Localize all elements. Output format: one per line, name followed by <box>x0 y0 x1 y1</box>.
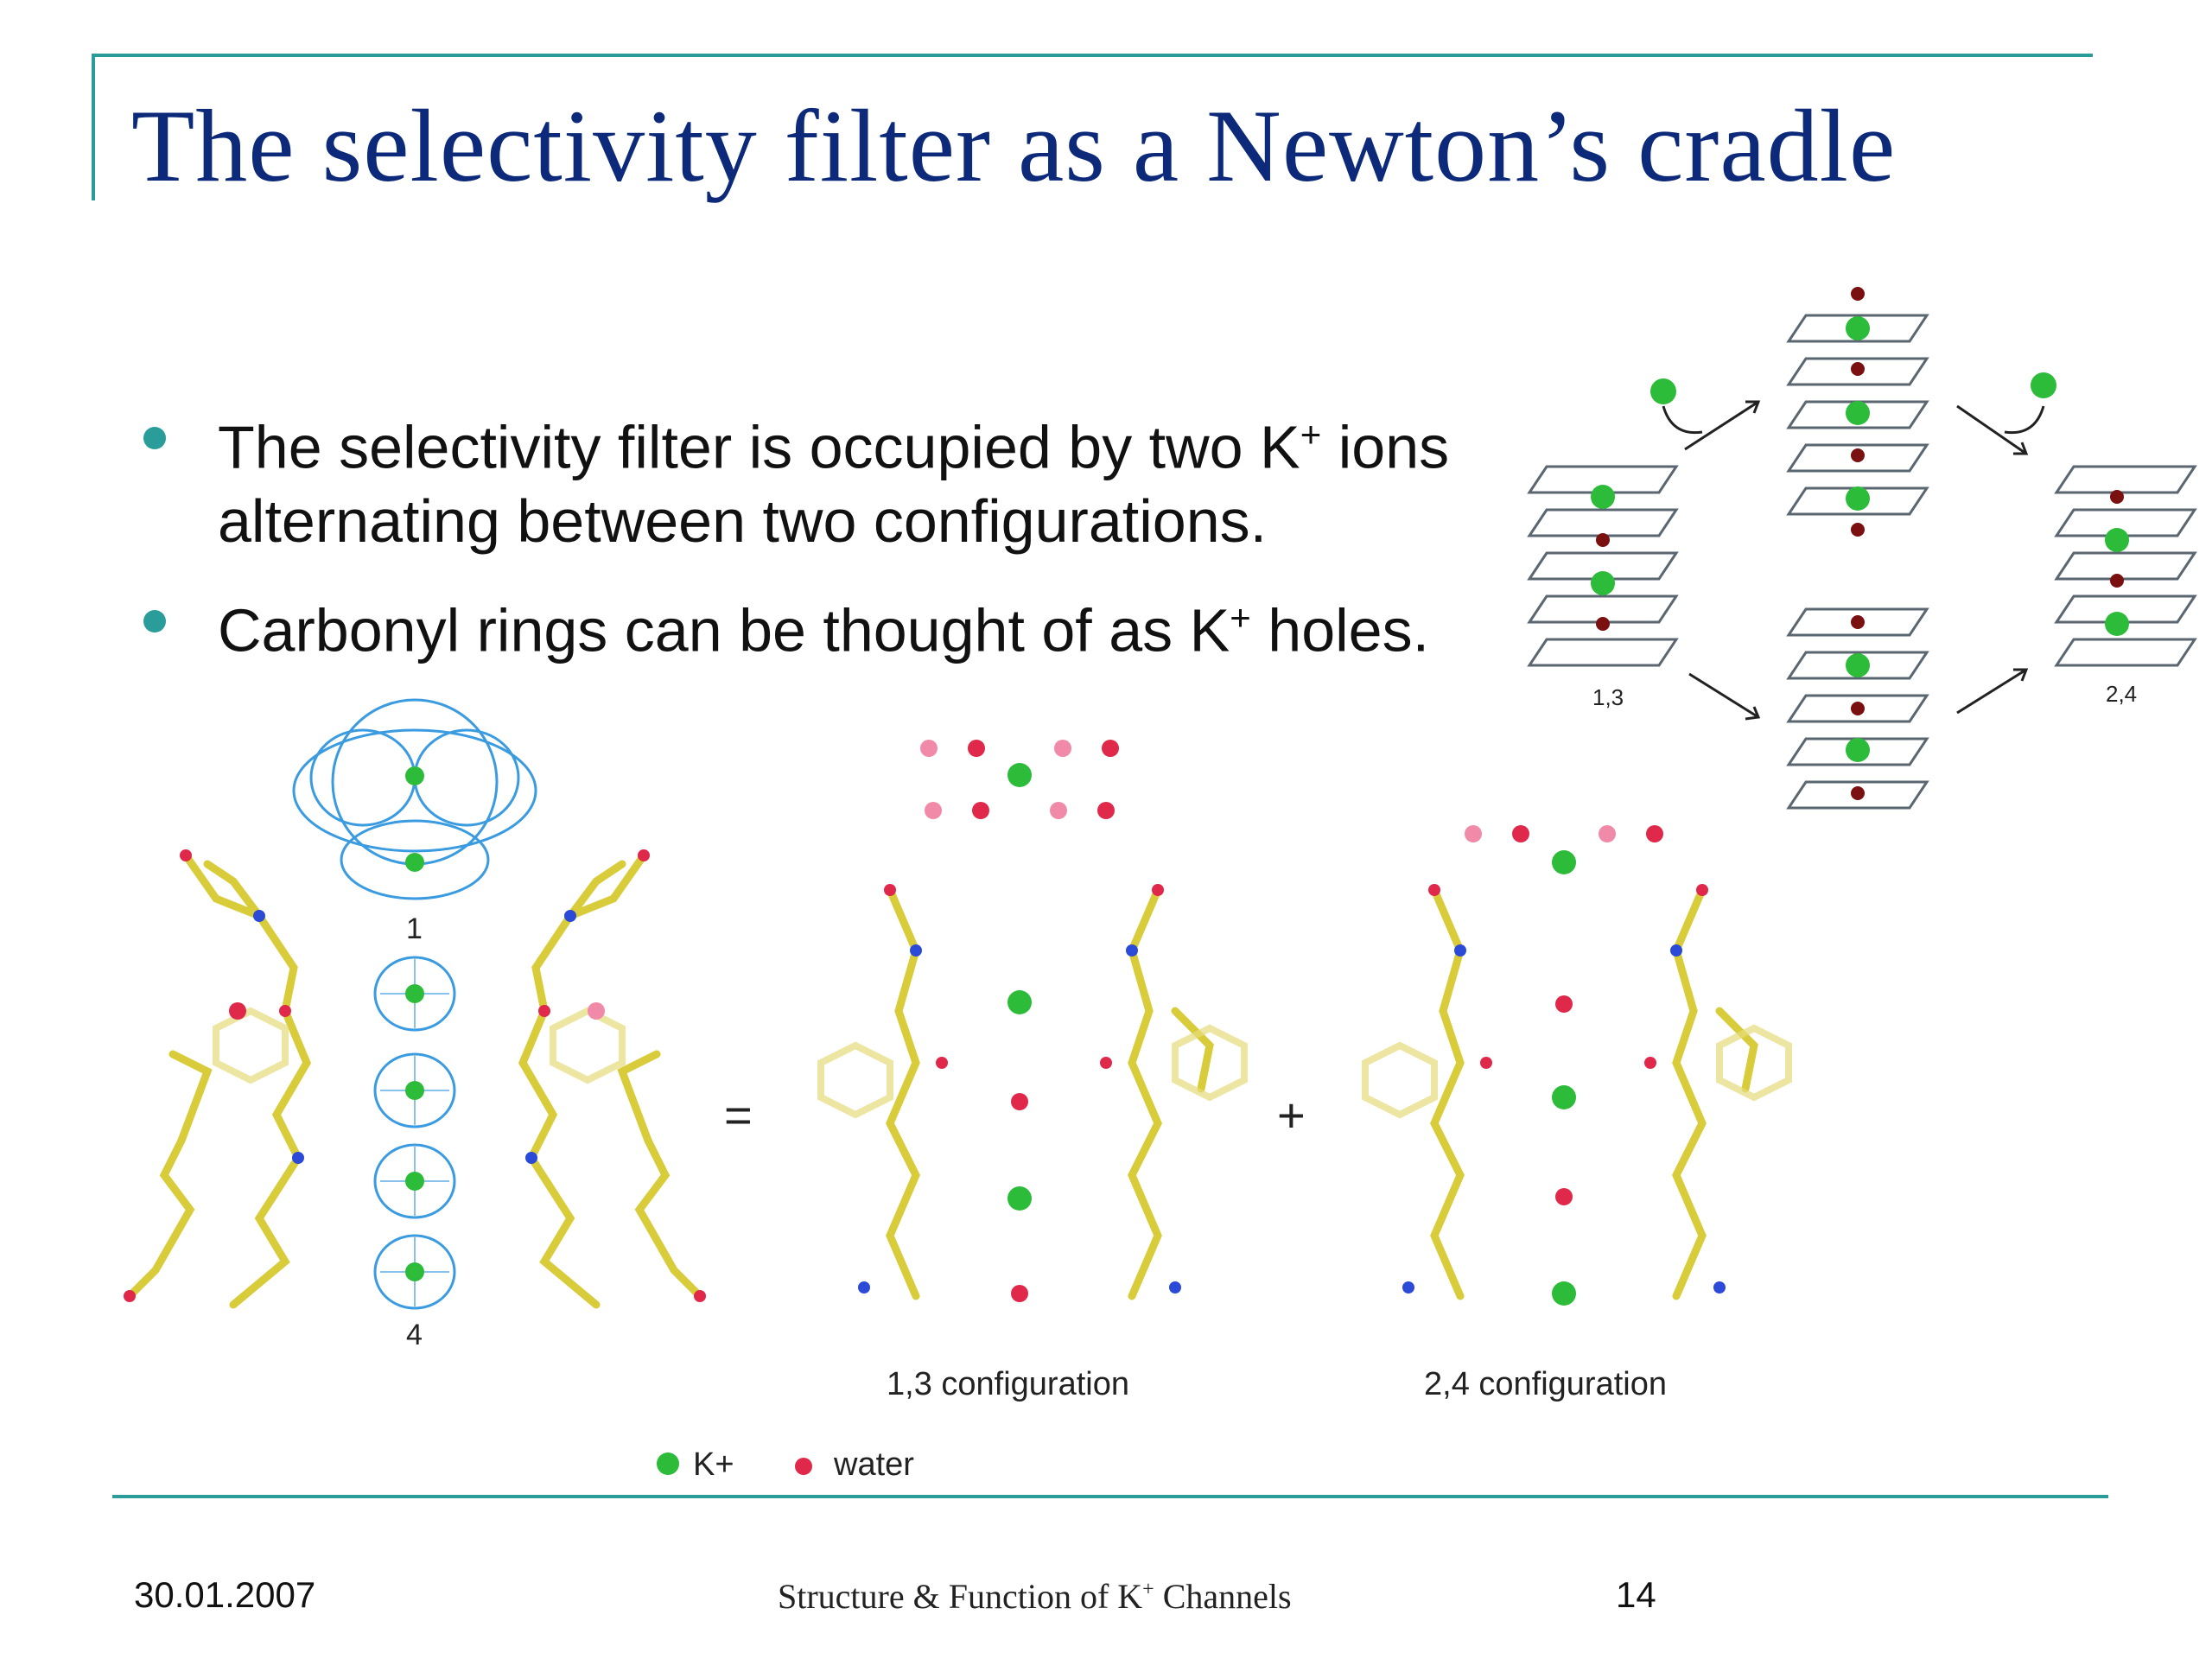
page-number: 14 <box>1616 1574 1656 1615</box>
title-frame-top-rule <box>92 54 2093 57</box>
stack-2-4 <box>2054 465 2197 667</box>
config-1-3-label: 1,3 configuration <box>887 1366 1129 1402</box>
electron-density-mesh <box>292 698 537 1310</box>
legend-k-label: K+ <box>693 1446 734 1483</box>
stack-bottom-center <box>1786 607 1929 810</box>
config-2-4-label: 2,4 configuration <box>1424 1366 1667 1402</box>
footer-date: 30.01.2007 <box>134 1574 316 1615</box>
stack-1-3-label: 1,3 <box>1592 684 1624 710</box>
heteroatoms <box>124 849 1726 1302</box>
plus-sign: + <box>1277 1088 1306 1142</box>
stack-1-3 <box>1527 465 1679 667</box>
bullet-item-1: The selectivity filter is occupied by tw… <box>138 397 1486 558</box>
cradle-arrows <box>1662 400 2045 721</box>
carbonyl-stick-models <box>125 851 1758 1309</box>
site-label-bottom: 4 <box>406 1319 423 1351</box>
stack-top-center <box>1786 314 1929 516</box>
config-1-3-ions <box>920 740 1119 1302</box>
slide-title: The selectivity filter as a Newton’s cra… <box>131 88 1897 203</box>
stack-2-4-label: 2,4 <box>2106 681 2137 707</box>
bullet-dot-icon <box>143 610 166 633</box>
footer-title: Structure & Function of K+ Channels <box>778 1577 1292 1616</box>
legend-k-swatch <box>657 1452 679 1475</box>
density-ions <box>405 766 424 1281</box>
k-ion-free-right <box>2031 372 2056 398</box>
footer-rule <box>112 1495 2108 1498</box>
site-label-top: 1 <box>406 912 423 945</box>
legend-water-swatch <box>795 1458 812 1475</box>
bullet-item-2: Carbonyl rings can be thought of as K+ h… <box>138 581 1486 667</box>
cradle-diagram <box>1527 314 2197 810</box>
legend-water-label: water <box>833 1446 914 1483</box>
config-2-4-ions <box>1465 825 1663 1306</box>
bullet-dot-icon <box>143 427 166 449</box>
title-frame-left-rule <box>92 54 95 200</box>
k-ion-free-left <box>1650 378 1676 404</box>
bullet-list: The selectivity filter is occupied by tw… <box>138 397 1486 690</box>
equals-sign: = <box>724 1088 753 1142</box>
cradle-ions <box>1591 287 2129 800</box>
figure-legend: K+ water <box>657 1446 914 1483</box>
